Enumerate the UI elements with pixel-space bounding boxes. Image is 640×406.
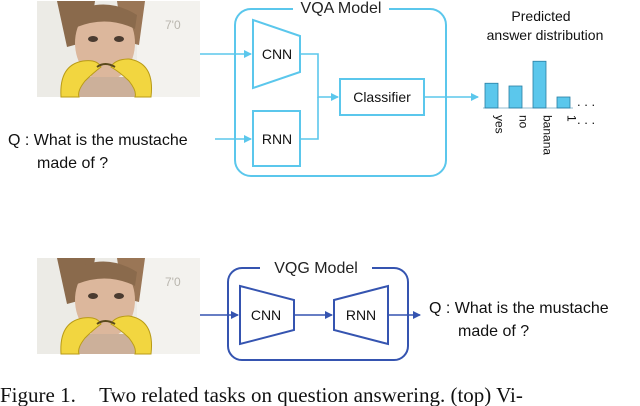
answer-bar-1: [556, 96, 571, 109]
vqa-input-image: [36, 0, 201, 98]
vqa-question-line1: Q : What is the mustache: [8, 132, 188, 149]
chart-title-line2: answer distribution: [487, 27, 604, 43]
answer-label-yes: yes: [493, 115, 507, 134]
vqa-model-title: VQA Model: [301, 0, 382, 17]
figure-caption-text: Two related tasks on question answering.…: [99, 384, 523, 406]
answer-bar-yes: [484, 82, 499, 109]
answer-bars-ellipsis: . . .: [577, 94, 595, 109]
vqg-cnn-label: CNN: [251, 307, 281, 323]
answer-label-no: no: [517, 115, 531, 129]
chart-title-line1: Predicted: [511, 8, 570, 24]
vqg-cnn-block: [239, 284, 295, 346]
figure-caption-label: Figure 1.: [0, 384, 76, 406]
vqg-rnn-label: RNN: [346, 307, 376, 323]
answer-labels-ellipsis: . . .: [577, 112, 595, 127]
answer-label-1: 1: [565, 115, 579, 122]
vqa-section: Q : What is the mustache made of ? VQA M…: [8, 0, 604, 177]
vqa-arrow-cnn-to-classifier: [300, 53, 339, 101]
vqa-classifier-label: Classifier: [353, 89, 411, 105]
answer-bar-banana: [532, 60, 547, 109]
vqg-input-image: [36, 257, 201, 355]
vqa-rnn-label: RNN: [262, 131, 292, 147]
vqg-question-line2: made of ?: [458, 323, 529, 340]
answer-bar-no: [508, 85, 523, 109]
figure-caption: Figure 1. Two related tasks on question …: [0, 384, 640, 406]
vqa-cnn-block: [252, 18, 301, 90]
vqa-question-line2: made of ?: [37, 155, 108, 172]
vqa-arrow-rnn-to-classifier: [300, 97, 319, 140]
vqa-cnn-label: CNN: [262, 46, 292, 62]
vqg-section: VQG Model CNN RNN Q : What is the mustac…: [36, 257, 609, 361]
vqg-rnn-block: [333, 284, 389, 346]
vqg-question-line1: Q : What is the mustache: [429, 300, 609, 317]
answer-label-banana: banana: [541, 115, 555, 155]
vqg-model-title: VQG Model: [274, 260, 358, 277]
